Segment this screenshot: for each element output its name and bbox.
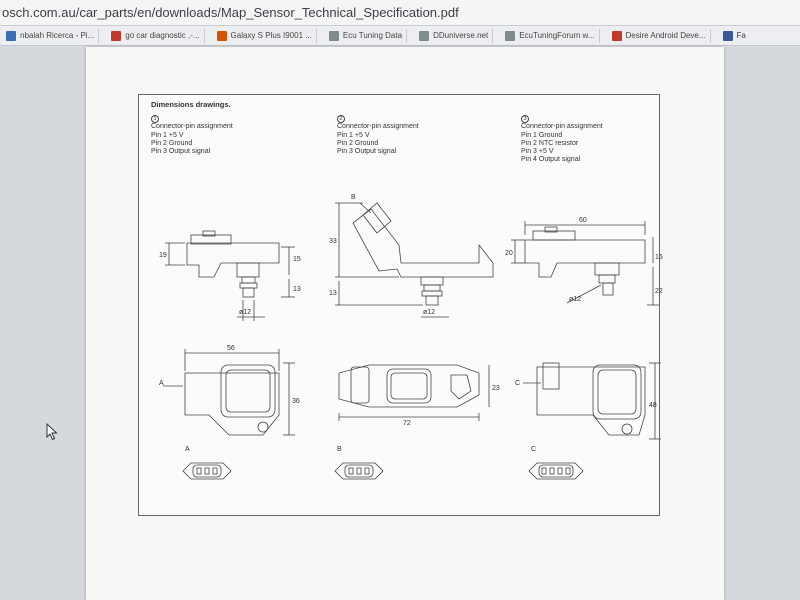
- dim-t2-height: 23: [492, 385, 500, 392]
- bookmark-5[interactable]: DDuniverse.net: [413, 26, 499, 46]
- sensor-3-top-view: [523, 362, 661, 440]
- dim-t3-arrow-c: C: [515, 380, 520, 387]
- column-1-pin-2: Pin 2 Ground: [151, 139, 193, 147]
- bookmark-3-label: Galaxy S Plus I9001 ...: [230, 31, 312, 40]
- column-1-pin-3: Pin 3 Output signal: [151, 148, 211, 156]
- sensor-1-side-view: [165, 230, 295, 321]
- bookmark-8-label: Fa: [736, 31, 746, 40]
- column-3-pin-3: Pin 3 +5 V: [521, 148, 554, 156]
- dim-d2-height: 33: [329, 238, 337, 245]
- dim-d3-width: 60: [579, 217, 587, 224]
- bookmark-4[interactable]: Ecu Tuning Data: [323, 26, 413, 46]
- bookmarks-bar: nbalah Ricerca - Pi... go car diagnostic…: [0, 26, 800, 46]
- dim-t1-width: 56: [227, 345, 235, 352]
- bookmark-7[interactable]: Desire Android Deve...: [606, 26, 717, 46]
- pin-assignment-column-3: 3 Connector-pin assignment Pin 1 Ground …: [521, 115, 603, 165]
- dim-d2-b: B: [351, 194, 356, 201]
- address-bar[interactable]: osch.com.au/car_parts/en/downloads/Map_S…: [0, 0, 800, 26]
- mouse-cursor-icon: [46, 422, 58, 441]
- bookmark-3-icon: [216, 30, 227, 41]
- bookmark-7-label: Desire Android Deve...: [625, 31, 706, 40]
- column-2-pin-2: Pin 2 Ground: [337, 139, 379, 147]
- bookmark-1-icon: [6, 30, 16, 41]
- drawing-number-2: 2: [337, 115, 345, 123]
- column-1-pin-1: Pin 1 +5 V: [151, 131, 184, 139]
- column-1-title: Connector-pin assignment: [151, 123, 233, 131]
- dim-d1-height: 19: [159, 252, 167, 259]
- bookmark-2[interactable]: go car diagnostic ,-...: [105, 26, 210, 46]
- pin-assignment-column-1: 1 Connector-pin assignment Pin 1 +5 V Pi…: [151, 115, 233, 156]
- bookmark-6[interactable]: EcuTuningForum w...: [499, 26, 605, 46]
- bookmark-5-icon: [419, 30, 430, 41]
- connector-a-label: A: [185, 446, 190, 453]
- dim-t1-arrow-a: A: [159, 380, 164, 387]
- dim-d3-diameter: ø12: [569, 296, 581, 303]
- url-text[interactable]: osch.com.au/car_parts/en/downloads/Map_S…: [2, 5, 459, 20]
- dim-d2-lower: 13: [329, 290, 337, 297]
- dim-t1-height: 36: [292, 398, 300, 405]
- bookmark-4-label: Ecu Tuning Data: [342, 31, 403, 40]
- column-3-pin-1: Pin 1 Ground: [521, 131, 563, 139]
- column-3-pin-2: Pin 2 NTC resistor: [521, 139, 579, 147]
- dim-t2-width: 72: [403, 420, 411, 427]
- dimension-drawings-frame: 19 15 13 ø12 B 33 13 ø12 60 20 15 22 ø12…: [138, 94, 663, 516]
- pdf-page: 19 15 13 ø12 B 33 13 ø12 60 20 15 22 ø12…: [86, 47, 724, 600]
- pdf-heading: Dimensions drawings.: [151, 100, 231, 109]
- sensor-2-side-view: [335, 202, 494, 318]
- bookmark-8[interactable]: Fa: [717, 26, 752, 46]
- drawing-number-3: 3: [521, 115, 529, 123]
- dim-d3-lower: 22: [655, 288, 663, 295]
- connector-a-drawing: [182, 462, 232, 480]
- bookmark-1-label: nbalah Ricerca - Pi...: [20, 31, 95, 40]
- dimension-drawings: 19 15 13 ø12 B 33 13 ø12 60 20 15 22 ø12…: [159, 194, 663, 480]
- connector-c-drawing: [528, 462, 584, 480]
- column-2-pin-3: Pin 3 Output signal: [337, 148, 397, 156]
- bookmark-7-icon: [611, 30, 622, 41]
- dim-d1-right-upper: 15: [293, 256, 301, 263]
- dim-d3-left: 20: [505, 250, 513, 257]
- connector-b-drawing: [334, 462, 384, 480]
- dim-t3-height: 48: [649, 402, 657, 409]
- bookmark-5-label: DDuniverse.net: [433, 31, 489, 40]
- dim-d3-right: 15: [655, 254, 663, 261]
- drawing-number-1: 1: [151, 115, 159, 123]
- bookmark-2-label: go car diagnostic ,-...: [125, 31, 200, 40]
- facebook-icon: [722, 30, 733, 41]
- dim-d1-diameter: ø12: [239, 309, 251, 316]
- column-2-title: Connector-pin assignment: [337, 123, 419, 131]
- bookmark-6-icon: [505, 30, 516, 41]
- dim-d1-right-lower: 13: [293, 286, 301, 293]
- sensor-1-top-view: [163, 349, 295, 436]
- pdf-viewer[interactable]: 19 15 13 ø12 B 33 13 ø12 60 20 15 22 ø12…: [0, 47, 800, 600]
- bookmark-6-label: EcuTuningForum w...: [519, 31, 595, 40]
- column-2-pin-1: Pin 1 +5 V: [337, 131, 370, 139]
- connector-b-label: B: [337, 446, 342, 453]
- bookmark-4-icon: [328, 30, 339, 41]
- connector-c-label: C: [531, 446, 536, 453]
- column-3-title: Connector-pin assignment: [521, 123, 603, 131]
- pin-assignment-column-2: 2 Connector-pin assignment Pin 1 +5 V Pi…: [337, 115, 419, 156]
- bookmark-2-icon: [111, 30, 122, 41]
- bookmark-3[interactable]: Galaxy S Plus I9001 ...: [211, 26, 323, 46]
- dim-d2-diameter: ø12: [423, 309, 435, 316]
- bookmark-1[interactable]: nbalah Ricerca - Pi...: [0, 26, 105, 46]
- sensor-3-side-view: [511, 221, 659, 306]
- column-3-pin-4: Pin 4 Output signal: [521, 156, 581, 164]
- sensor-2-top-view: [338, 364, 490, 421]
